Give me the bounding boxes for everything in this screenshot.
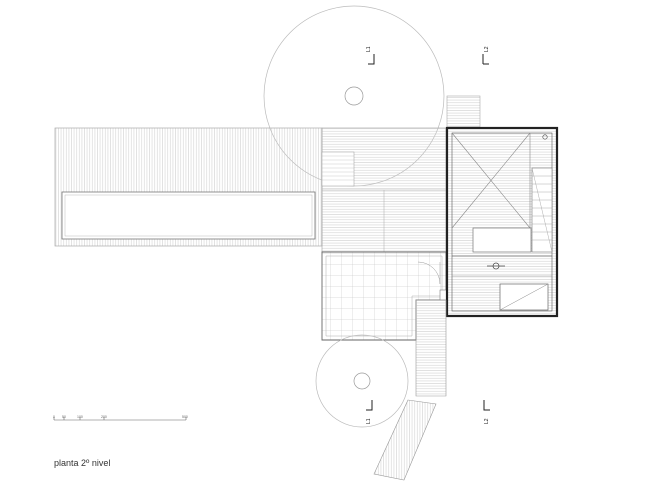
ceiling-fan-icon [487,262,505,270]
section-mark-l2-bottom [483,400,490,411]
lower-walkway [373,299,447,481]
top-walkway [446,95,481,128]
scale-label-500: 500 [182,415,188,419]
scale-label-100: 100 [77,415,83,419]
main-room [445,126,559,318]
scale-label-50: 50 [62,415,66,419]
section-label-l2-top: L2 [484,46,490,52]
tree-canopy-small [315,334,409,428]
section-mark-l1-top [368,54,375,65]
drawing-title: planta 2º nivel [54,458,111,468]
section-mark-l1-bottom [366,400,373,411]
scale-label-0: 0 [53,415,55,419]
scale-bar [53,417,187,421]
section-label-l1-bottom: L1 [366,418,372,424]
section-mark-l2-top [482,54,489,65]
central-deck [321,127,447,253]
roof-left [54,127,323,247]
scale-label-200: 200 [101,415,107,419]
section-label-l1-top: L1 [366,46,372,52]
section-label-l2-bottom: L2 [484,418,490,424]
